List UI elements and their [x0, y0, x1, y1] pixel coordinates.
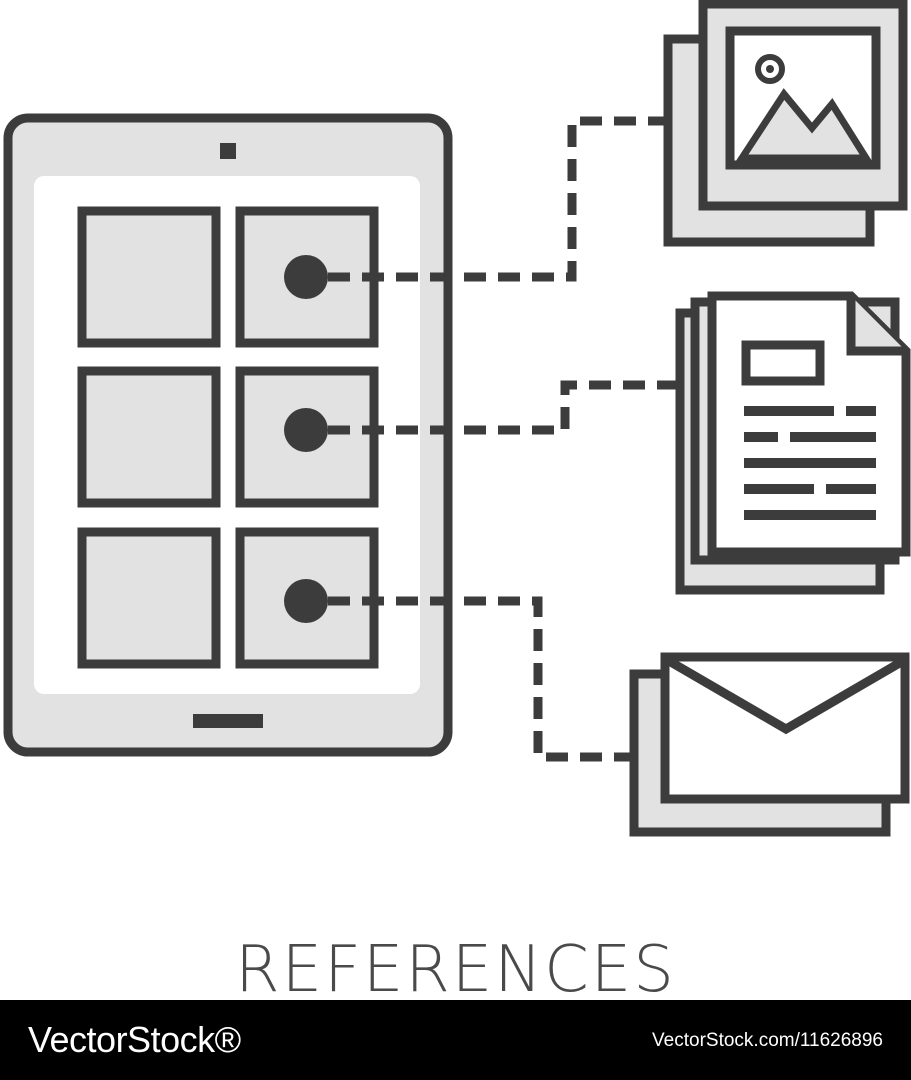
document-stack-icon	[675, 291, 911, 595]
document-fold	[846, 296, 906, 356]
grid-tile	[235, 366, 379, 508]
grid-tile	[77, 366, 221, 508]
tablet-camera	[220, 143, 236, 159]
sun-dot	[766, 65, 774, 73]
document-title-box	[741, 340, 825, 386]
connector-to-document	[328, 380, 680, 435]
image-stack-icon	[663, 0, 908, 247]
watermark-brand: VectorStock®	[28, 1019, 241, 1060]
references-illustration	[3, 0, 911, 837]
grid-tile	[77, 206, 221, 348]
connector-to-image	[328, 116, 665, 282]
link-node	[284, 579, 328, 623]
connectors	[328, 116, 680, 762]
tablet-home-button	[193, 714, 263, 728]
link-node	[284, 408, 328, 452]
document-text-lines	[744, 406, 876, 520]
mountain-icon	[735, 88, 873, 162]
envelope-flap	[666, 657, 906, 735]
caption-title: REFERENCES	[235, 933, 676, 1007]
envelope-stack-icon	[629, 652, 910, 837]
watermark-bar: VectorStock® VectorStock.com/11626896	[0, 1000, 911, 1080]
connector-to-envelope	[328, 596, 632, 762]
grid-tile	[77, 527, 221, 669]
link-node	[284, 255, 328, 299]
watermark-url: VectorStock.com/11626896	[652, 1030, 883, 1051]
tablet-icon	[3, 113, 453, 757]
